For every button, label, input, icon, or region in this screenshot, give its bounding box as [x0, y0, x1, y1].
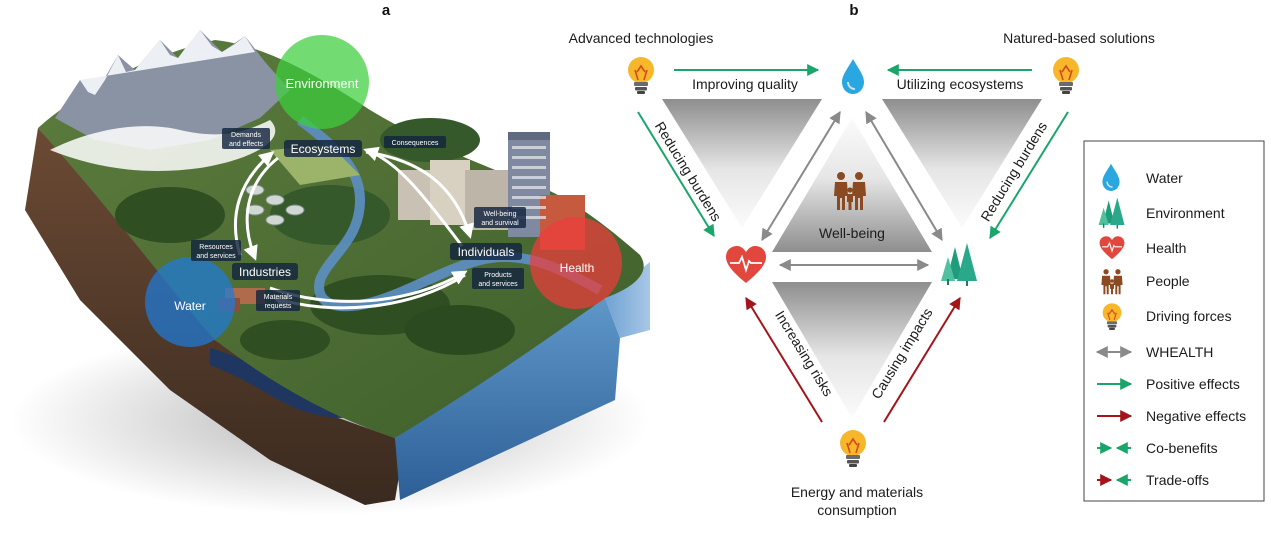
edge-utilizing-ecosystems: Utilizing ecosystems [897, 76, 1024, 92]
water-front-face [395, 298, 620, 500]
arrow-reducing-burdens-left [637, 111, 715, 238]
panel-a-letter: a [382, 2, 391, 19]
legend-label-water: Water [1146, 170, 1183, 186]
environment-zone-label: Environment [286, 76, 359, 91]
flow-wellbeing-line2: and survival [481, 220, 519, 227]
flow-demands-line2: and effects [229, 141, 264, 148]
whealth-water-health [761, 110, 841, 242]
arrow-individuals-ecosystems [363, 146, 464, 247]
legend-label-environment: Environment [1146, 205, 1225, 221]
lightbulb-icon-advanced [627, 56, 655, 95]
panel-b-letter: b [849, 2, 858, 19]
legend-label-driving-forces: Driving forces [1146, 308, 1232, 324]
ecosystems-node-bg [284, 140, 362, 157]
triangle-bottom [772, 282, 932, 418]
lightbulb-icon-energy [839, 429, 867, 468]
individuals-node: Individuals [458, 245, 515, 259]
legend-label-whealth: WHEALTH [1146, 344, 1213, 360]
driver-nature-based-solutions: Natured-based solutions [1003, 30, 1155, 46]
ecosystems-node: Ecosystems [291, 142, 356, 156]
flow-demands-line1: Demands [231, 132, 261, 139]
legend-label-positive-effects: Positive effects [1146, 376, 1240, 392]
industries-node-bg [232, 263, 298, 280]
health-zone-label: Health [560, 261, 595, 275]
driver-advanced-technologies: Advanced technologies [569, 30, 714, 46]
individuals-node-bg [450, 243, 522, 260]
flow-products-line2: and services [478, 281, 518, 288]
lightbulb-icon-nature [1052, 56, 1080, 95]
panel-b: b Advanced technologies Natured-based so… [569, 2, 1155, 518]
whealth-water-environment [865, 110, 943, 242]
snow-caps [80, 30, 255, 95]
clouds [50, 120, 276, 171]
flow-resources-line1: Resources [199, 244, 233, 251]
health-zone [530, 217, 622, 309]
arrow-ecosystems-individuals [365, 150, 474, 239]
edge-improving-quality: Improving quality [692, 76, 798, 92]
trees-icon [941, 243, 977, 286]
water-right-face [605, 262, 650, 338]
legend-label-health: Health [1146, 240, 1186, 256]
flow-consequences: Consequences [392, 140, 439, 147]
arrow-causing-impacts [883, 296, 961, 423]
driver-energy-line2: consumption [817, 502, 896, 518]
flow-labels: Demands and effects Consequences Resourc… [191, 128, 526, 311]
legend-label-trade-offs: Trade-offs [1146, 472, 1209, 488]
legend-label-negative-effects: Negative effects [1146, 408, 1246, 424]
legend-label-co-benefits: Co-benefits [1146, 440, 1218, 456]
legend: Water Environment Health People Driving … [1083, 140, 1265, 502]
legend-label-people: People [1146, 273, 1190, 289]
flow-materials-line2: requests [265, 303, 292, 310]
water-zone-label: Water [174, 299, 206, 313]
panel-a: a [10, 2, 650, 515]
flow-wellbeing-line1: Well-being [484, 211, 517, 218]
driver-energy-line1: Energy and materials [791, 484, 923, 500]
aquifer [210, 348, 370, 418]
arrow-reducing-burdens-right [989, 111, 1069, 240]
heart-pulse-icon [725, 245, 767, 284]
flow-products-line1: Products [484, 272, 512, 279]
water-zone [145, 257, 235, 347]
water-drop-icon [841, 58, 865, 95]
mountains [55, 30, 290, 150]
environment-zone [275, 35, 369, 129]
arrow-increasing-risks [745, 296, 823, 423]
industries-node: Industries [239, 265, 291, 279]
center-wellbeing: Well-being [819, 225, 885, 241]
flow-materials-line1: Materials [264, 294, 293, 301]
flow-resources-line2: and services [196, 253, 236, 260]
